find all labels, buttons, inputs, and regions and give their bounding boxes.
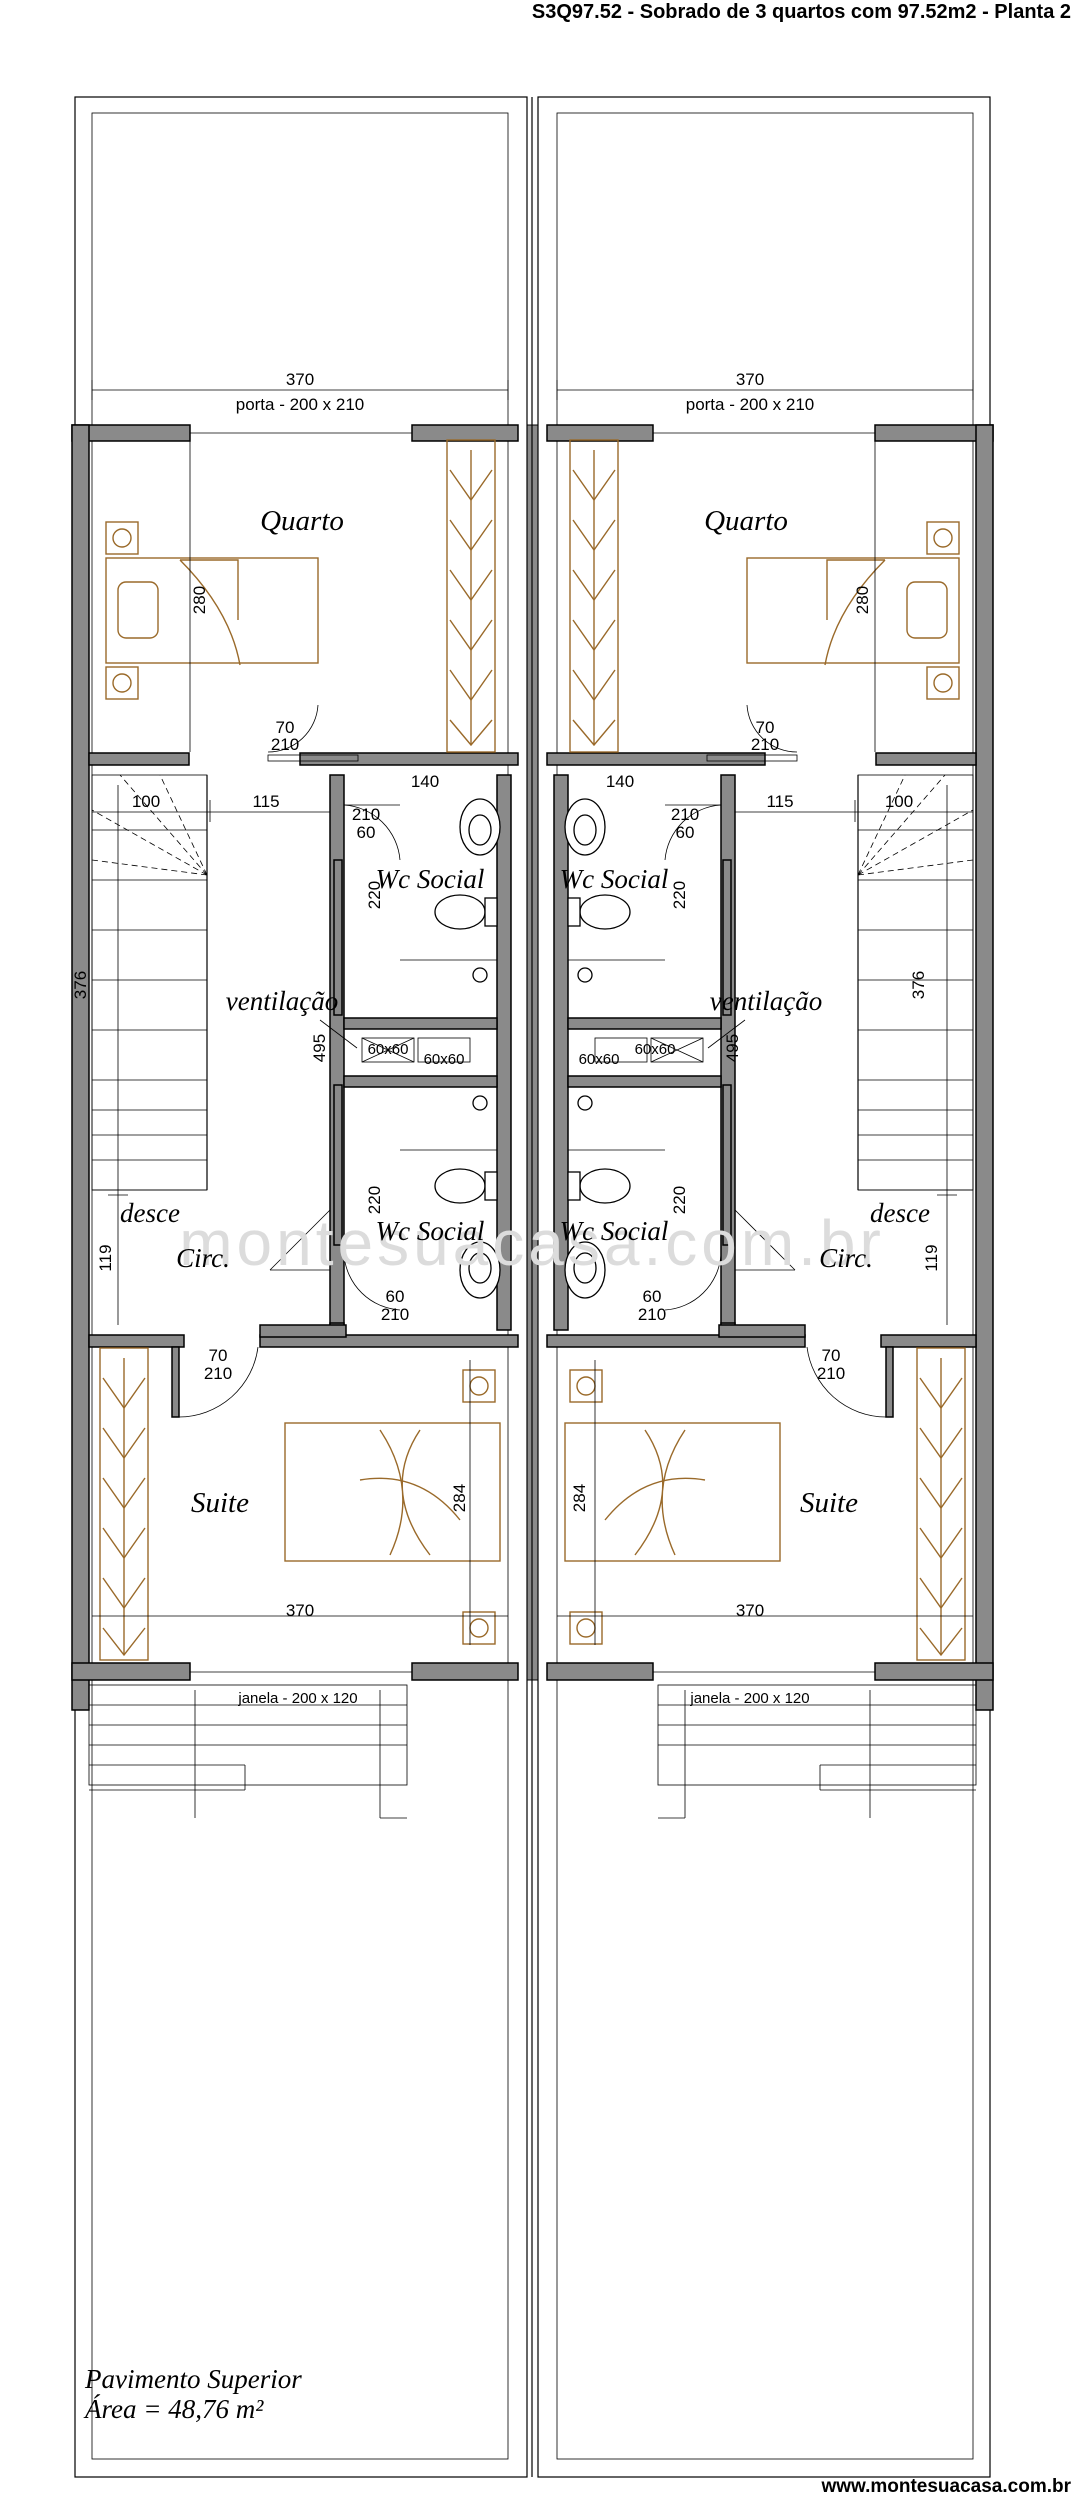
dim-suite-door-height: 210 [204, 1364, 232, 1383]
dim-stair-length: 376 [71, 971, 90, 999]
labels-right: 370 porta - 200 x 210 Quarto 280 70 210 … [560, 370, 941, 1707]
dim-wc1-door-width: 60 [676, 823, 695, 842]
window-spec-bottom: janela - 200 x 120 [237, 1690, 357, 1707]
caption-floor-name: Pavimento Superior [84, 2364, 302, 2394]
dim-wc1-door-height: 210 [671, 805, 699, 824]
dim-wc-top-width: 140 [606, 772, 634, 791]
room-label-quarto: Quarto [704, 505, 788, 537]
dim-circ-rest: 119 [96, 1244, 115, 1271]
dim-wc2-door-height: 210 [638, 1305, 666, 1324]
dim-suite-door-width: 70 [209, 1346, 228, 1365]
dim-vent-2: 60x60 [424, 1051, 465, 1068]
room-label-suite: Suite [191, 1487, 249, 1519]
room-label-wc-social-1: Wc Social [560, 864, 669, 894]
dim-quarto-door-width: 70 [276, 718, 295, 737]
room-label-circ: Circ. [176, 1243, 230, 1273]
dim-wc1-depth: 220 [670, 881, 689, 909]
dim-hall-width: 115 [252, 792, 279, 811]
dim-wc1-depth: 220 [365, 881, 384, 909]
room-label-wc-social-2: Wc Social [376, 1216, 485, 1246]
dim-stair-length: 376 [909, 971, 928, 999]
watermark-text: montesuacasa.com.br [179, 1207, 885, 1279]
footer-website: www.montesuacasa.com.br [821, 2476, 1071, 2497]
dim-quarto-depth: 280 [853, 586, 872, 614]
room-label-wc-social-2: Wc Social [560, 1216, 669, 1246]
drawing-title: S3Q97.52 - Sobrado de 3 quartos com 97.5… [531, 1, 1071, 23]
dim-quarto-door-height: 210 [271, 735, 299, 754]
dim-top-width: 370 [286, 370, 314, 389]
dim-circ-height: 495 [723, 1034, 742, 1062]
dim-hall-width: 115 [766, 792, 793, 811]
dim-stair-width: 100 [132, 792, 160, 811]
dim-wc-top-width: 140 [411, 772, 439, 791]
dim-bottom-width: 370 [736, 1601, 764, 1620]
label-ventilacao: ventilação [226, 986, 338, 1016]
label-desce: desce [120, 1198, 180, 1228]
dim-vent-1: 60x60 [635, 1041, 676, 1058]
dim-bottom-width: 370 [286, 1601, 314, 1620]
label-desce: desce [870, 1198, 930, 1228]
dim-suite-depth: 284 [570, 1484, 589, 1512]
dim-wc2-door-width: 60 [643, 1287, 662, 1306]
label-ventilacao: ventilação [710, 986, 822, 1016]
dim-wc1-door-height: 210 [352, 805, 380, 824]
window-spec-bottom: janela - 200 x 120 [689, 1690, 809, 1707]
dim-stair-width: 100 [885, 792, 913, 811]
dim-top-width: 370 [736, 370, 764, 389]
room-label-quarto: Quarto [260, 505, 344, 537]
dim-quarto-door-height: 210 [751, 735, 779, 754]
labels-left: 370 porta - 200 x 210 Quarto 280 70 210 … [71, 370, 484, 1707]
dim-suite-door-height: 210 [817, 1364, 845, 1383]
dim-quarto-door-width: 70 [756, 718, 775, 737]
unit-left [71, 96, 528, 2478]
dim-circ-height: 495 [310, 1034, 329, 1062]
unit-right [537, 96, 994, 2478]
dim-vent-2: 60x60 [579, 1051, 620, 1068]
dim-wc2-depth: 220 [365, 1186, 384, 1214]
room-label-wc-social-1: Wc Social [376, 864, 485, 894]
dim-suite-depth: 284 [450, 1484, 469, 1512]
door-spec-top: porta - 200 x 210 [686, 395, 815, 414]
dim-vent-1: 60x60 [368, 1041, 409, 1058]
dim-wc1-door-width: 60 [357, 823, 376, 842]
dim-wc2-depth: 220 [670, 1186, 689, 1214]
dim-circ-rest: 119 [922, 1244, 941, 1271]
room-label-suite: Suite [800, 1487, 858, 1519]
dim-quarto-depth: 280 [190, 586, 209, 614]
caption-area: Área = 48,76 m² [83, 2394, 264, 2424]
dim-suite-door-width: 70 [822, 1346, 841, 1365]
room-label-circ: Circ. [819, 1243, 873, 1273]
dim-wc2-door-width: 60 [386, 1287, 405, 1306]
dim-wc2-door-height: 210 [381, 1305, 409, 1324]
door-spec-top: porta - 200 x 210 [236, 395, 365, 414]
